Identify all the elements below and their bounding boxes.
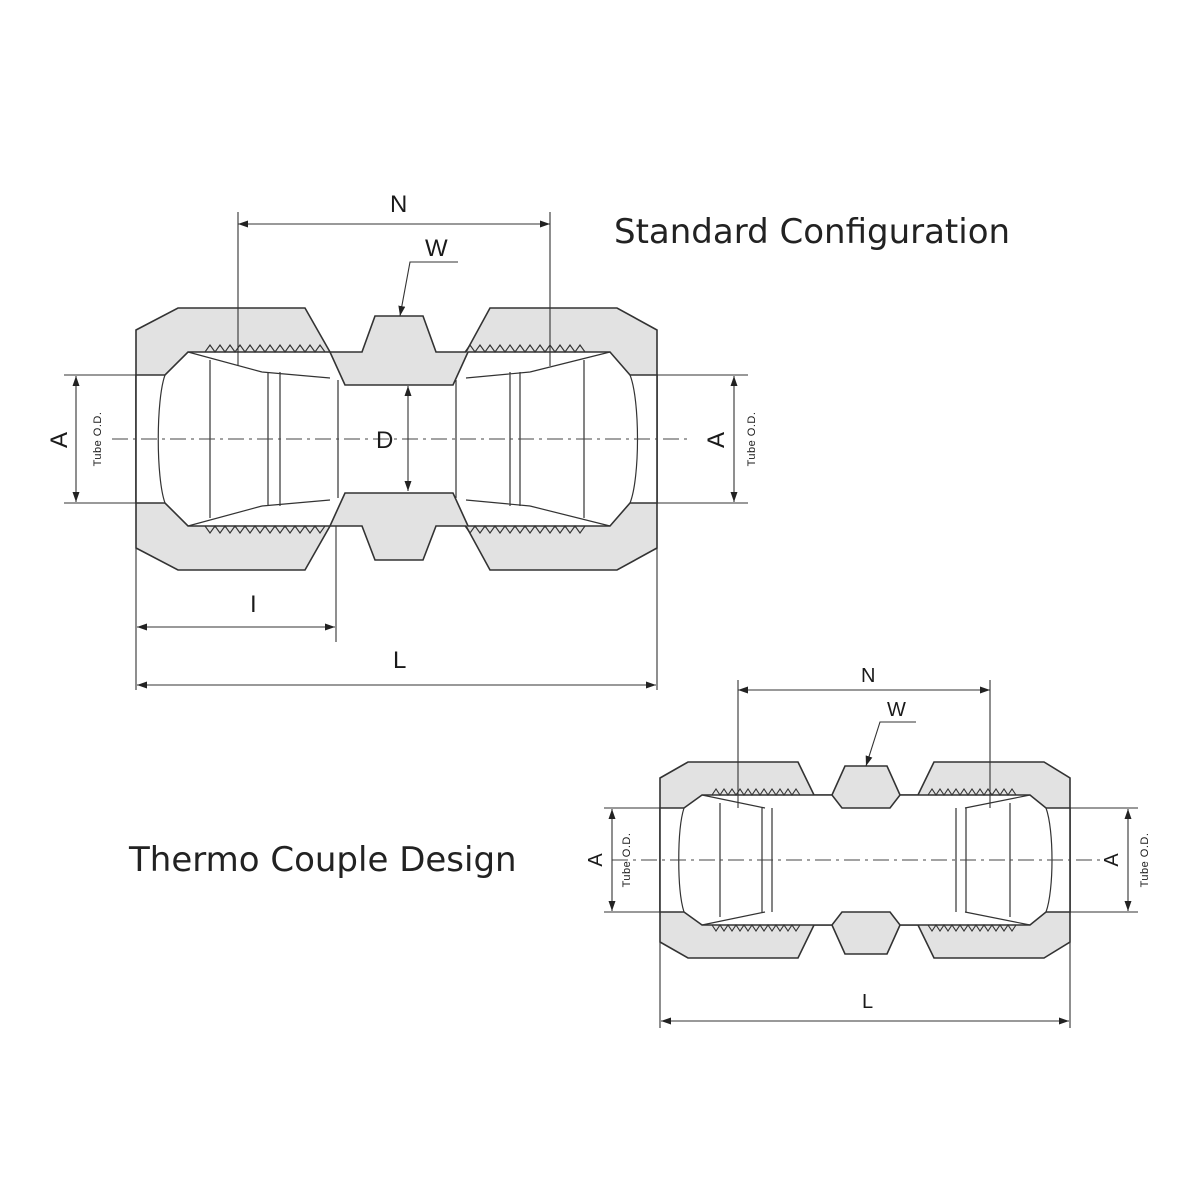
standard-configuration-drawing: N W D A Tube O.D. A Tube O.D. I L [46, 191, 758, 690]
std-n-label: N [390, 191, 407, 218]
std-thread-top-right [464, 344, 586, 353]
tc-l-label: L [862, 991, 873, 1013]
tc-thread-bottom-right [927, 924, 1017, 932]
std-l-label: L [393, 647, 406, 674]
tc-thread-top-left [711, 788, 801, 796]
std-tube-od-right-label: Tube O.D. [746, 412, 758, 467]
thermo-couple-design-drawing: N W A Tube O.D. A Tube O.D. L [585, 665, 1151, 1028]
tc-thread-bottom-left [711, 924, 801, 932]
std-thread-bottom-left [204, 525, 326, 534]
tc-tube-od-right-label: Tube O.D. [1139, 833, 1151, 888]
tc-tube-od-left-label: Tube O.D. [621, 833, 633, 888]
std-w-label: W [425, 235, 448, 262]
thermo-couple-design-caption: Thermo Couple Design [129, 840, 517, 880]
std-thread-top-left [204, 344, 326, 353]
std-i-label: I [250, 591, 257, 618]
std-tube-od-left-label: Tube O.D. [92, 412, 104, 467]
tc-a-left-label: A [585, 853, 607, 867]
std-d-label: D [376, 427, 393, 454]
std-w-leader [398, 261, 458, 317]
tc-w-label: W [887, 699, 906, 721]
std-thread-bottom-right [464, 525, 586, 534]
standard-configuration-caption: Standard Configuration [614, 212, 1011, 252]
tc-n-label: N [861, 665, 875, 687]
tc-w-leader [865, 721, 916, 767]
tc-thread-top-right [927, 788, 1017, 796]
tc-a-right-label: A [1101, 853, 1123, 867]
std-a-left-label: A [46, 432, 73, 448]
std-a-right-label: A [703, 432, 730, 448]
